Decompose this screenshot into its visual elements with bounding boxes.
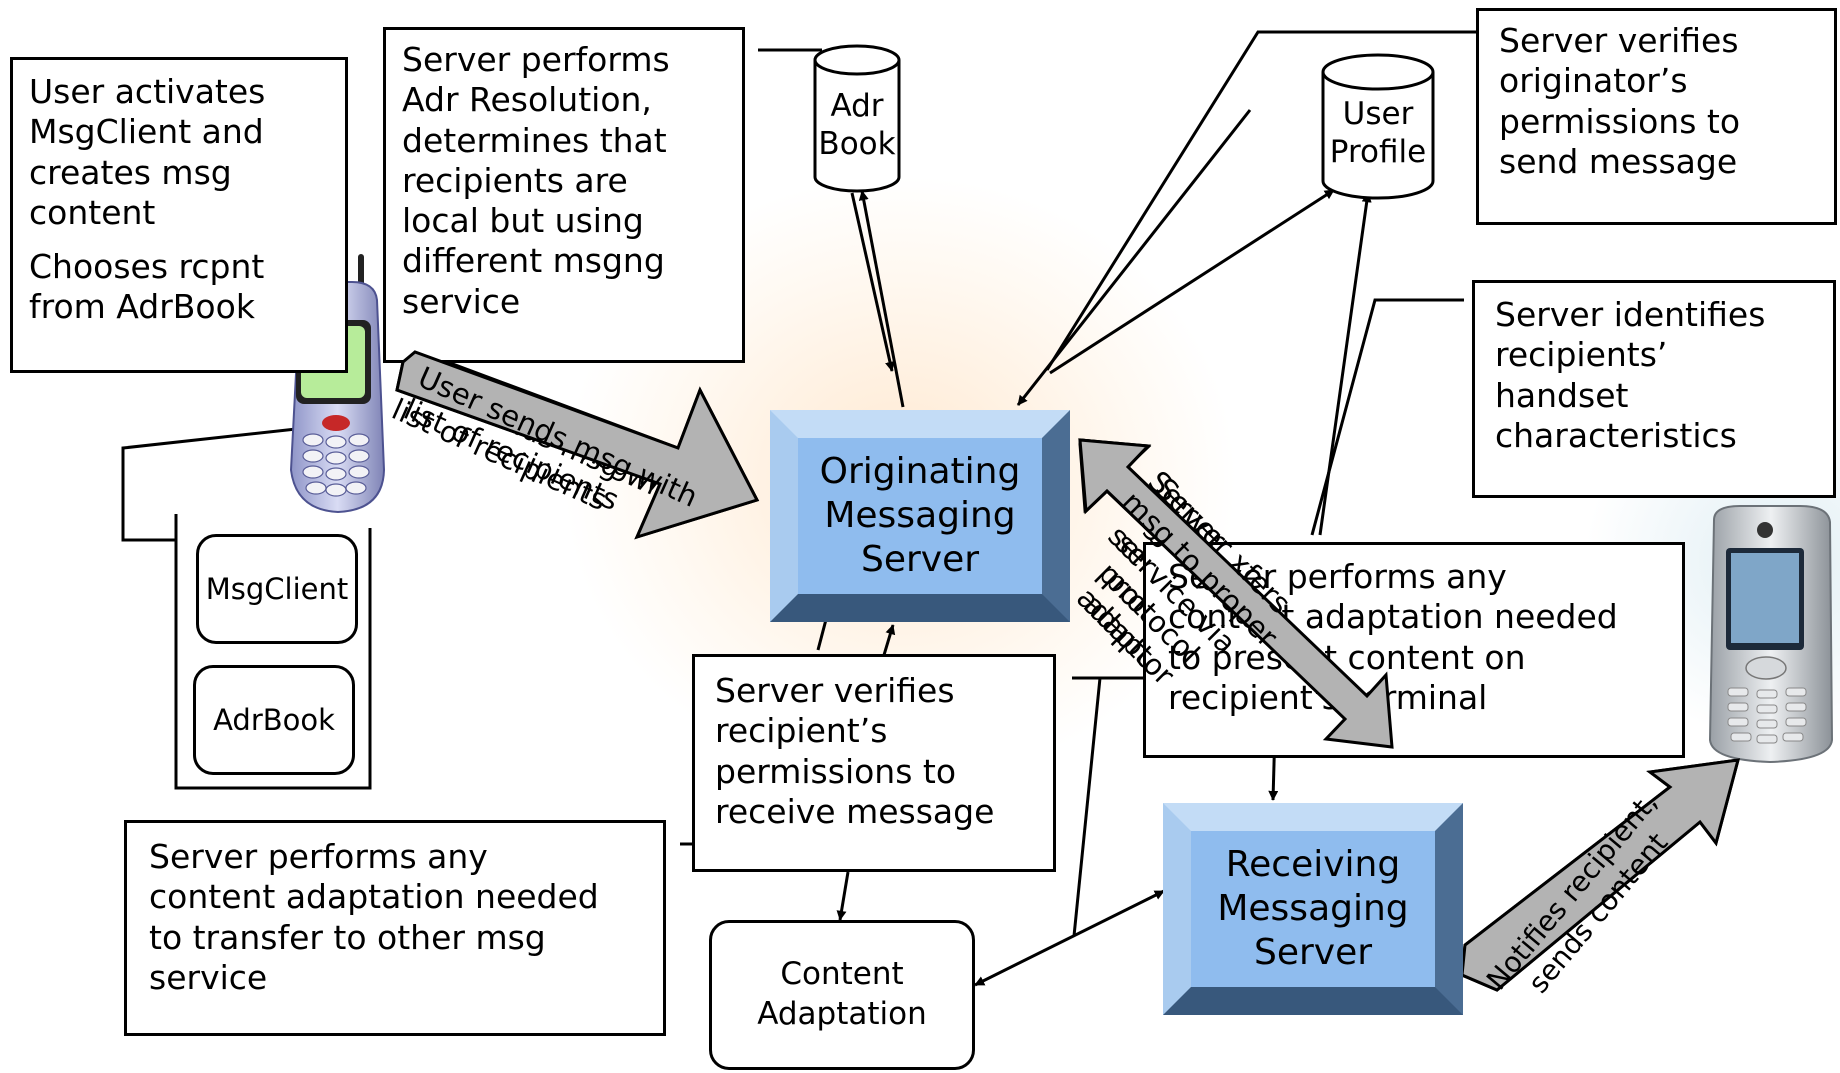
note-verifies-originator: Server verifies originator’s permissions… xyxy=(1476,8,1837,225)
user-profile-label: User Profile xyxy=(1329,96,1427,170)
receiving-messaging-server: Receiving Messaging Server xyxy=(1163,803,1463,1015)
note-adaptation-transfer: Server performs any content adaptation n… xyxy=(124,820,666,1036)
arrow-orig-to-profile xyxy=(1049,188,1335,375)
note-identifies-recipients: Server identifies recipients’ handset ch… xyxy=(1472,280,1836,498)
msg-client-component: MsgClient xyxy=(196,534,358,644)
note-verifies-recipient: Server verifies recipient’s permissions … xyxy=(692,654,1056,872)
arrow-orig-to-profile-2 xyxy=(1318,192,1372,536)
user-profile-db xyxy=(1321,53,1435,200)
client-stack-frame xyxy=(174,514,372,790)
arrow-to-content-adaptation xyxy=(836,871,850,921)
note-verifies-originator-text: Server verifies originator’s permissions… xyxy=(1499,21,1741,181)
flow-arrows xyxy=(816,109,1372,987)
arrow-adrbook-to-orig xyxy=(850,192,895,372)
block-arrow-server-xfers-overlay xyxy=(1078,438,1394,749)
adr-book-label: Adr Book xyxy=(818,88,896,162)
adr-book-component: AdrBook xyxy=(193,665,355,775)
arrow-adaptation-receiving xyxy=(974,889,1165,987)
connector-verifies-originator xyxy=(1045,30,1476,371)
originating-messaging-server: Originating Messaging Server xyxy=(770,410,1070,622)
note-chooses-rcpnt-text: Chooses rcpnt from AdrBook xyxy=(29,247,265,327)
right-handset-icon xyxy=(1708,505,1834,764)
note-adaptation-transfer-text: Server performs any content adaptation n… xyxy=(149,837,599,997)
note-adr-resolution: Server performs Adr Resolution, determin… xyxy=(383,27,745,363)
adr-book-db xyxy=(813,44,901,193)
arrow-orig-to-adrbook xyxy=(858,190,905,408)
content-adaptation-component: Content Adaptation xyxy=(709,920,975,1070)
block-arrow-user-sends-overlay xyxy=(395,350,760,540)
connector-identifies xyxy=(1310,298,1464,536)
note-adr-resolution-text: Server performs Adr Resolution, determin… xyxy=(402,40,670,321)
note-user-activates: User activates MsgClient and creates msg… xyxy=(10,57,348,373)
note-verifies-recipient-text: Server verifies recipient’s permissions … xyxy=(715,671,995,831)
block-arrow-notifies-overlay xyxy=(1460,758,1741,992)
note-identifies-recipients-text: Server identifies recipients’ handset ch… xyxy=(1495,295,1766,455)
arrow-profile-to-orig xyxy=(1016,109,1252,406)
note-user-activates-text: User activates MsgClient and creates msg… xyxy=(29,72,266,232)
connector-user-to-stack xyxy=(121,421,352,542)
connector-lines xyxy=(121,30,1476,937)
